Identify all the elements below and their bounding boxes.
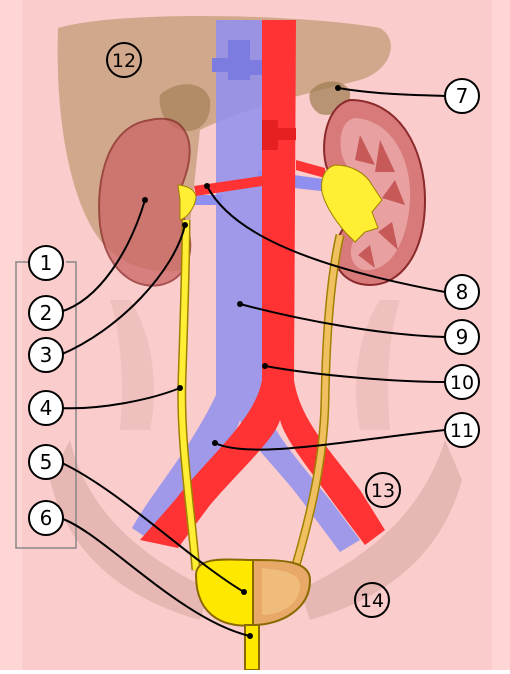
right-ureter — [287, 234, 343, 586]
callout-4: 4 — [28, 390, 64, 426]
svg-text:7: 7 — [456, 84, 469, 108]
left-pelvic-bone — [50, 440, 210, 620]
left-adrenal-gland — [159, 84, 211, 131]
callout-14: 14 — [354, 582, 390, 618]
callout-3: 3 — [28, 337, 64, 373]
leader-10 — [264, 365, 446, 383]
leader-2 — [59, 199, 146, 313]
inferior-vena-cava — [132, 20, 360, 552]
callout-12: 12 — [106, 42, 142, 78]
callout-13: 13 — [365, 472, 401, 508]
leader-lines — [59, 87, 446, 637]
callout-11: 11 — [444, 412, 480, 448]
callout-9: 9 — [444, 319, 480, 355]
right-renal-pelvis — [321, 164, 383, 243]
svg-text:11: 11 — [450, 420, 474, 442]
celiac-trunk — [262, 120, 296, 150]
leader-11 — [214, 429, 446, 451]
callout-5: 5 — [28, 444, 64, 480]
svg-text:10: 10 — [450, 372, 474, 394]
urinary-tract-bracket — [15, 261, 77, 549]
leader-dots — [142, 85, 341, 639]
svg-text:1: 1 — [40, 251, 53, 275]
svg-text:6: 6 — [40, 506, 53, 530]
leader-5 — [59, 461, 245, 593]
aorta — [140, 20, 385, 548]
callout-10: 10 — [444, 364, 480, 400]
leader-6 — [59, 517, 251, 637]
svg-text:2: 2 — [40, 301, 53, 325]
callout-1: 1 — [28, 245, 64, 281]
callout-6: 6 — [28, 500, 64, 536]
urethra — [244, 624, 260, 671]
svg-text:4: 4 — [40, 396, 53, 420]
left-renal-pelvis — [177, 184, 197, 221]
right-pelvic-bone — [300, 440, 462, 620]
leader-7 — [337, 87, 446, 97]
right-renal-artery — [296, 160, 325, 178]
hepatic-vein — [212, 40, 265, 80]
bladder-interior — [262, 568, 300, 615]
leader-4 — [59, 387, 181, 410]
callout-2: 2 — [28, 295, 64, 331]
callout-8: 8 — [444, 274, 480, 310]
renal-pyramids — [355, 135, 405, 268]
leader-3 — [59, 224, 186, 356]
leader-9 — [239, 303, 446, 338]
svg-text:9: 9 — [456, 325, 469, 349]
svg-text:8: 8 — [456, 280, 469, 304]
leader-8 — [206, 185, 446, 293]
svg-text:13: 13 — [371, 480, 395, 502]
svg-text:12: 12 — [112, 50, 136, 72]
left-renal-vein — [180, 195, 222, 205]
svg-text:14: 14 — [360, 590, 384, 612]
left-iliac-shadow — [110, 300, 154, 430]
callout-7: 7 — [444, 78, 480, 114]
svg-text:3: 3 — [40, 343, 53, 367]
left-ureter — [178, 219, 199, 571]
svg-text:5: 5 — [40, 450, 53, 474]
